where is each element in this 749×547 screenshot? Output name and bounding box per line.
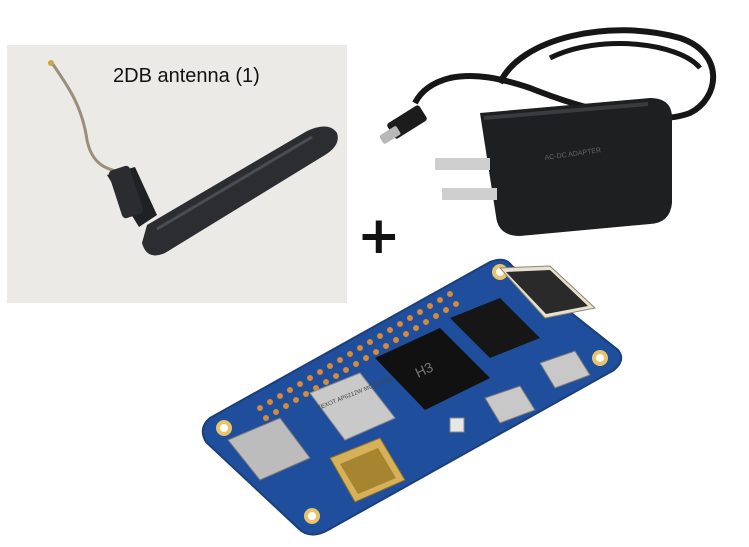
adapter-prong-bottom (442, 188, 497, 200)
antenna-wire (50, 62, 126, 175)
antenna-highlight (156, 135, 313, 231)
adapter-cable (412, 27, 717, 122)
soc-chip (375, 328, 490, 410)
reset-button (449, 417, 465, 433)
board-illustration: H3 KEXOT AP6212W MC 220HS (201, 258, 623, 536)
adapter-edge (483, 102, 649, 120)
antenna-body (142, 126, 338, 256)
soc-label: H3 (413, 359, 436, 381)
micro-usb-tip (380, 126, 401, 144)
antenna-caption: 2DB antenna (1) (113, 65, 260, 87)
board-photo: H3 KEXOT AP6212W MC 220HS (200, 258, 625, 540)
plus-sign: + (357, 206, 401, 266)
micro-usb-port (484, 385, 536, 424)
antenna-photo: 2DB antenna (1) (7, 45, 347, 303)
power-adapter-photo: AC-DC ADAPTER (380, 18, 725, 243)
micro-usb-port (539, 350, 591, 389)
adapter-prong-top (435, 158, 490, 170)
wifi-module (309, 372, 396, 441)
microsd-slot (227, 417, 311, 481)
antenna-hinge (108, 165, 144, 219)
antenna-illustration (48, 60, 338, 256)
adapter-cable-loop (548, 41, 702, 70)
power-adapter-illustration: AC-DC ADAPTER (380, 27, 717, 236)
adapter-body (480, 98, 672, 236)
ram-chip (450, 298, 540, 358)
antenna-connector (48, 60, 54, 66)
